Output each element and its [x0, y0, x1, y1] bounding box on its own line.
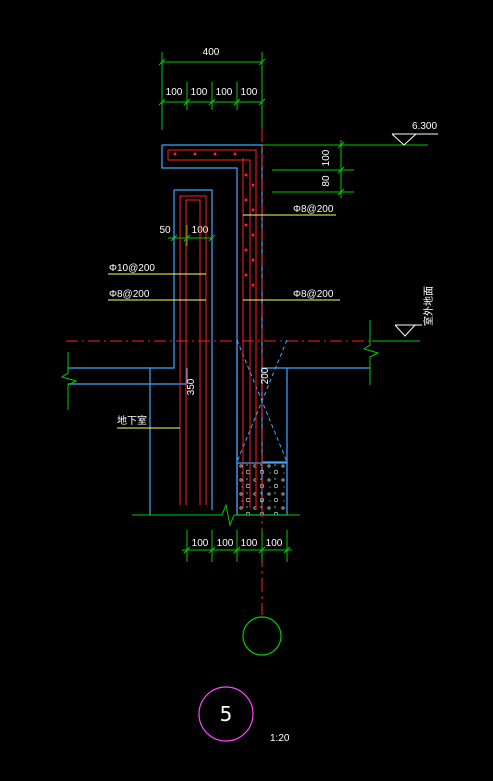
dim-right-upper: 100	[321, 149, 332, 166]
dim-bottom-segment-3: 100	[241, 538, 258, 549]
detail-scale: 1:20	[270, 733, 290, 744]
top-dimensions	[158, 52, 266, 130]
detail-marker-circle	[198, 686, 254, 742]
rebar-label-right-upper: Φ8@200	[293, 204, 334, 215]
elevation-top-text: 6.300	[412, 121, 437, 132]
bottom-dimensions	[182, 530, 292, 562]
dim-depth-left: 350	[186, 378, 197, 395]
dim-left-offset: 50	[159, 225, 171, 236]
dim-bottom-segment-1: 100	[192, 538, 209, 549]
base-line	[60, 320, 380, 527]
leader-lines	[108, 214, 340, 429]
basement-note: 地下室	[117, 414, 147, 427]
detail-number: 5	[220, 702, 233, 726]
rebar-label-right-lower: Φ8@200	[293, 289, 334, 300]
rebar-lines	[167, 149, 257, 510]
elevation-mark-ground	[372, 324, 422, 342]
dim-bottom-segment-2: 100	[217, 538, 234, 549]
elevation-ground-text: 室外地面	[422, 286, 435, 326]
concrete-outline	[68, 144, 370, 515]
right-dimensions	[272, 140, 354, 198]
dim-top-segment-2: 100	[191, 87, 208, 98]
axis-bubble	[242, 616, 282, 656]
dim-bottom-segment-4: 100	[266, 538, 283, 549]
elevation-mark-top	[262, 133, 438, 146]
rebar-label-left-lower: Φ8@200	[109, 289, 150, 300]
dim-top-segment-1: 100	[166, 87, 183, 98]
dim-top-total: 400	[203, 47, 220, 58]
dim-right-lower: 80	[321, 175, 332, 187]
rebar-label-left-upper: Φ10@200	[109, 263, 155, 274]
void-cross	[236, 339, 288, 463]
rebar-dots	[173, 152, 255, 287]
dim-top-segment-3: 100	[216, 87, 233, 98]
dim-top-segment-4: 100	[241, 87, 258, 98]
dim-depth-right: 200	[260, 367, 271, 384]
